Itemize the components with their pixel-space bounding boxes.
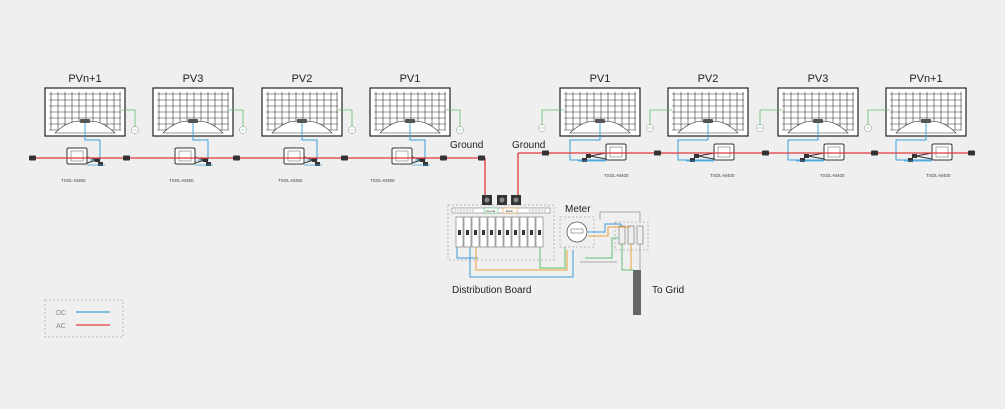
panel-title: PVn+1 (68, 73, 101, 85)
solar-panel-icon (152, 87, 234, 137)
to-grid-label: To Grid (652, 285, 684, 296)
panel-unit: PVn+1 TSOL-M400 (864, 73, 967, 178)
ac-trunk (33, 152, 975, 195)
microinverter-icon (895, 135, 953, 163)
panel-unit: PVn+1 TSOL-M350 (44, 73, 139, 183)
solar-panel-icon (559, 87, 641, 137)
model-label: TSOL-M400 (926, 173, 951, 178)
panel-title: PV2 (698, 73, 719, 85)
model-label: TSOL-M350 (370, 178, 395, 183)
solar-panel-icon (369, 87, 451, 137)
microinverter-icon (787, 135, 845, 163)
ground-label: Ground (512, 140, 545, 151)
earth-label: Earth (506, 209, 514, 213)
solar-panel-icon (261, 87, 343, 137)
legend-ac-label: AC (56, 323, 66, 330)
neutral-label: Neutral (486, 209, 496, 213)
solar-panel-icon (44, 87, 126, 137)
distribution-wiring (456, 211, 641, 278)
model-label: TSOL-M400 (710, 173, 735, 178)
microinverter-icon (391, 135, 431, 167)
microinverter-icon (174, 135, 214, 167)
model-label: TSOL-M350 (61, 178, 86, 183)
microinverter-icon (569, 135, 627, 163)
panel-unit: PV1 TSOL-M350 (369, 73, 464, 183)
model-label: TSOL-M350 (278, 178, 303, 183)
panel-title: PVn+1 (909, 73, 942, 85)
panel-unit: PV3 TSOL-M400 (756, 73, 859, 178)
panel-unit: PV2 TSOL-M350 (261, 73, 356, 183)
distribution-board-label: Distribution Board (452, 285, 531, 296)
panel-title: PV3 (808, 73, 829, 85)
panel-unit: PV1 TSOL-M400 (538, 73, 641, 178)
solar-panel-icon (777, 87, 859, 137)
microinverter-icon (283, 135, 323, 167)
panel-title: PV3 (183, 73, 204, 85)
panel-unit: PV2 TSOL-M400 (646, 73, 749, 178)
microinverter-icon (66, 135, 106, 167)
panel-unit: PV3 TSOL-M350 (152, 73, 247, 183)
solar-panel-icon (885, 87, 967, 137)
model-label: TSOL-M400 (604, 173, 629, 178)
terminal-block-icons (482, 195, 521, 205)
connector-icons (29, 150, 975, 161)
model-label: TSOL-M400 (820, 173, 845, 178)
model-label: TSOL-M350 (169, 178, 194, 183)
panel-title: PV2 (292, 73, 313, 85)
microinverter-icon (677, 135, 735, 163)
legend: DC AC (44, 299, 124, 338)
distribution-board: Neutral Earth (447, 195, 555, 261)
ground-label: Ground (450, 140, 483, 151)
solar-panel-icon (667, 87, 749, 137)
panel-title: PV1 (590, 73, 611, 85)
legend-dc-label: DC (56, 310, 66, 317)
panel-title: PV1 (400, 73, 421, 85)
meter-label: Meter (565, 204, 591, 215)
